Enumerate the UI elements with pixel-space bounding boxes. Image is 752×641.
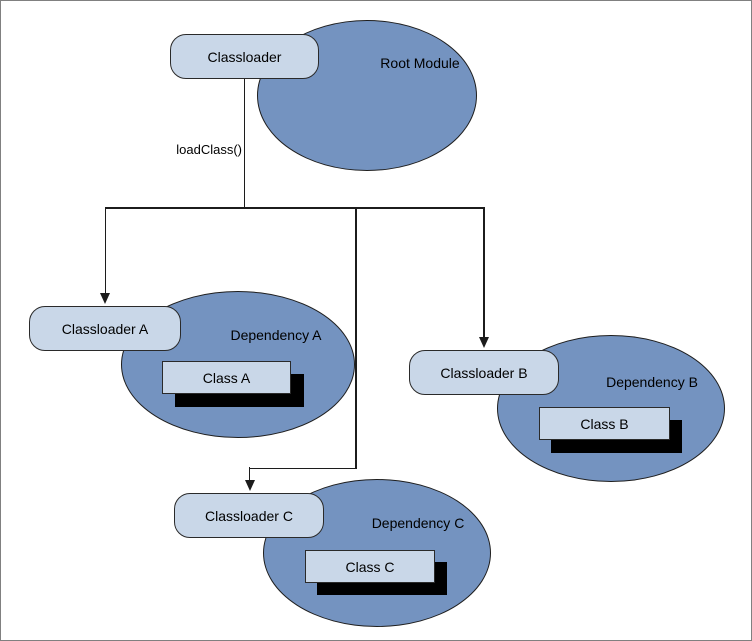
edge-to-classloader-b-line xyxy=(483,207,485,338)
root-classloader-label: Classloader xyxy=(207,48,282,65)
classloader-c-node: Classloader C xyxy=(174,493,324,538)
classloader-c-label: Classloader C xyxy=(205,507,293,524)
arrowhead-classloader-b xyxy=(479,337,489,348)
root-module-label: Root Module xyxy=(380,55,460,71)
class-c-label: Class C xyxy=(345,558,395,575)
class-a-box: Class A xyxy=(162,361,291,394)
dependency-a-label: Dependency A xyxy=(230,327,322,343)
classloader-b-node: Classloader B xyxy=(409,350,559,395)
class-c-box: Class C xyxy=(305,550,435,583)
class-b-box: Class B xyxy=(539,407,670,440)
edge-horizontal-bus-line xyxy=(104,207,485,209)
load-class-edge-label: loadClass() xyxy=(176,142,242,157)
classloader-b-label: Classloader B xyxy=(440,364,528,381)
edge-to-classloader-c-line-horizontal xyxy=(248,467,357,469)
edge-to-classloader-a-line xyxy=(104,207,106,294)
classloader-a-node: Classloader A xyxy=(29,306,181,351)
dependency-c-label: Dependency C xyxy=(371,515,465,531)
edge-to-classloader-c-line-drop xyxy=(248,467,250,482)
classloader-a-label: Classloader A xyxy=(61,320,149,337)
class-b-label: Class B xyxy=(580,415,629,432)
arrowhead-classloader-a xyxy=(100,293,110,304)
edge-root-trunk-line xyxy=(243,79,245,208)
edge-to-classloader-c-line-vertical xyxy=(355,207,357,469)
class-a-label: Class A xyxy=(202,369,251,386)
arrowhead-classloader-c xyxy=(244,480,255,491)
root-classloader-node: Classloader xyxy=(170,34,319,79)
dependency-b-label: Dependency B xyxy=(606,374,698,390)
